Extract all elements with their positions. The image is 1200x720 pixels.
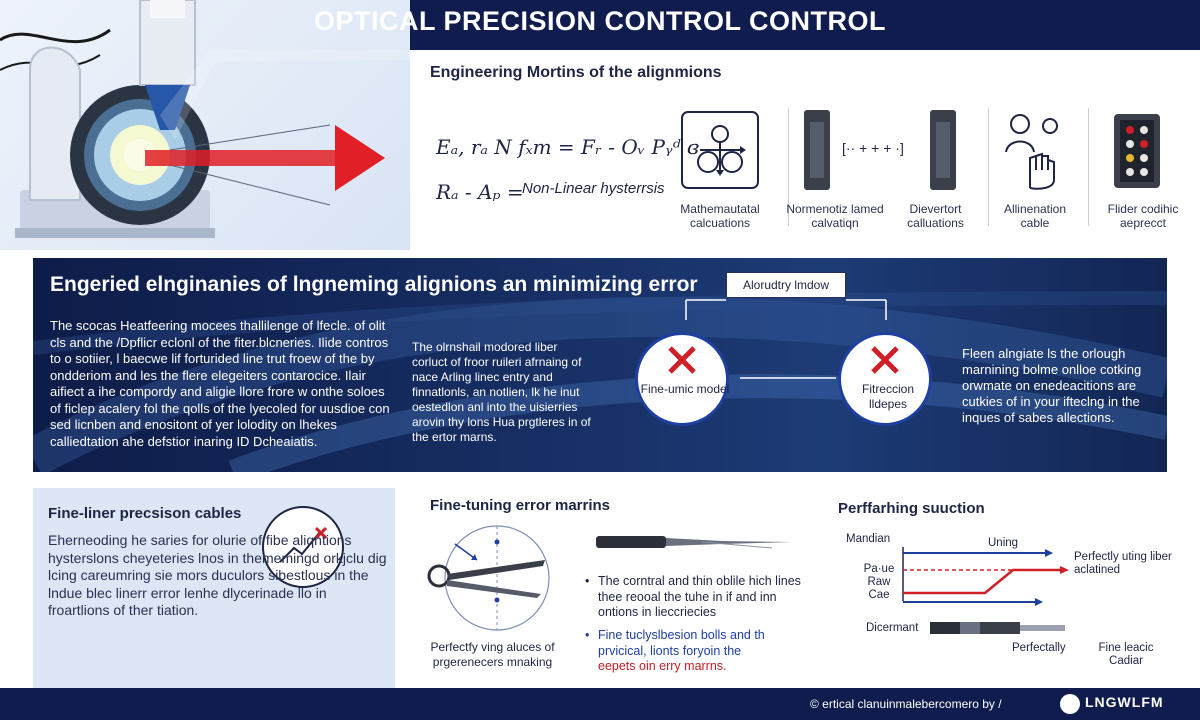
label-uning: Uning [988, 537, 1019, 549]
footer-credit: © ertical clanuinmalebercomero by / [810, 697, 1002, 711]
error-x-icon [668, 346, 696, 374]
band-middle-text: The olrnshail modored liber corluct of f… [412, 340, 591, 444]
fine-tuning-title: Fine-tuning error marrins [430, 497, 611, 514]
icon-caption-5: Flider codihic aeprecct [1107, 202, 1179, 230]
fiber-connector-icon: [·· + + + ·] [800, 108, 960, 198]
bullet-2-text: Fine tuclyslbesion bolls and th prvicica… [598, 628, 765, 658]
icon-caption-4: Allinenation cable [1003, 202, 1067, 230]
divider [788, 108, 789, 226]
performance-title: Perffarhing suuction [838, 500, 985, 517]
fine-tuning-caption: Perfectfy ving aluces of prgerenecers mn… [430, 640, 555, 669]
algorithm-connector-lines [685, 299, 887, 379]
band-title: Engeried elnginanies of lngneming aligni… [50, 273, 698, 296]
algorithm-band [33, 258, 1167, 472]
page-title: OPTICAL PRECISION CONTROL CONTROL [313, 6, 887, 36]
fiber-cutter-diagram [427, 525, 550, 631]
bullet-1-text: The corntral and thin oblile hich lines … [598, 574, 801, 619]
label-mandian: Mandian [846, 533, 891, 545]
hand-person-icon [1000, 108, 1070, 198]
performance-graph [902, 547, 1069, 606]
fiber-probe-icon [596, 536, 792, 549]
error-x-icon [871, 346, 899, 374]
equation-2-note: Non-Linear hysterrsis [522, 180, 665, 197]
icon-caption-3: Dievertort calluations [907, 202, 964, 230]
correction-node [838, 332, 932, 426]
node-2-caption: Fitreccion lldepes [861, 382, 914, 411]
bullet-2-dot: • [585, 628, 590, 642]
footer-bar [0, 688, 1200, 720]
fiber-cable-icon [930, 622, 1065, 634]
optical-hero-illustration [0, 0, 410, 250]
equation-1: Eₐ, rₐ N fₓm = Fᵣ - Oᵥ Pᵧᵈ ɞ [436, 135, 700, 159]
node-1-caption: Fine-umic model [640, 382, 730, 396]
divider [1088, 108, 1089, 226]
label-dicermant: Dicermant [866, 622, 919, 634]
icon-caption-1: Mathemautatal calcuations [680, 202, 760, 230]
label-fine: Fine leacic Cadiar [1098, 642, 1154, 667]
logo-badge-icon [1060, 694, 1080, 714]
band-left-text: The scocas Heatfeering mocees thallileng… [50, 318, 390, 449]
label-perfectally: Perfectally [1012, 642, 1066, 654]
label-paue: Pa·ue Raw Cae [863, 563, 895, 601]
equations-heading: Engineering Mortins of the alignmions [430, 64, 722, 81]
label-perfect: Perfectly uting liber aclatined [1074, 551, 1172, 576]
cycle-diagram-icon [680, 110, 760, 195]
equation-2: Rₐ - Aₚ = [436, 180, 524, 204]
bullet-1-dot: • [585, 574, 590, 588]
fine-tune-model-node [635, 332, 729, 426]
algorithm-label: Alorudtry lmdow [726, 272, 846, 298]
divider [988, 108, 989, 226]
fine-liner-title: Fine-liner precsison cables [48, 505, 242, 522]
bullet-2-red-text: eepets oin erry marrns. [598, 659, 727, 673]
error-curve-icon [262, 506, 344, 588]
footer-logo: LNGWLFM [1085, 694, 1164, 710]
svg-text:[·· + + + ·]: [·· + + + ·] [842, 140, 904, 156]
fine-liner-text: Eherneoding he saries for olurie of fibe… [48, 532, 387, 618]
microscope-laser-icon [0, 0, 410, 238]
band-right-text: Fleen alngiate ls the orlough marnining … [962, 346, 1142, 425]
icon-caption-2: Normenotiz lamed calvatiqn [786, 202, 884, 230]
device-panel-icon [1112, 112, 1162, 195]
